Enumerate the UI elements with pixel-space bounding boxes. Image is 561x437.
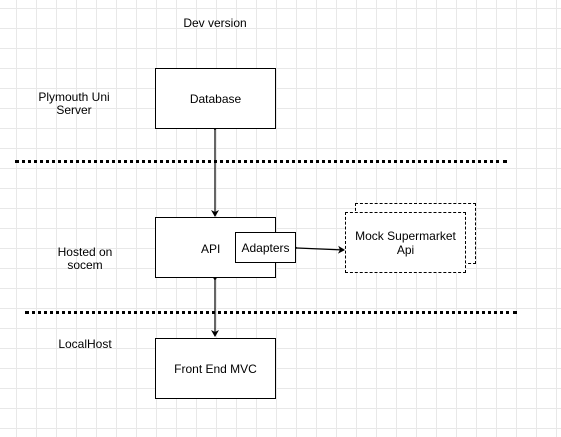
api-label: API (201, 242, 221, 256)
frontend-node[interactable]: Front End MVC (155, 338, 276, 399)
zone-label-hosted: Hosted on socem (57, 245, 113, 272)
zone-separator-bottom (25, 311, 517, 314)
adapters-node[interactable]: Adapters (235, 232, 296, 263)
connector-adapters-mock-api (290, 243, 345, 254)
adapters-label: Adapters (241, 240, 290, 255)
api-node[interactable]: API (155, 217, 276, 278)
zone-label-server: Plymouth Uni Server (38, 90, 110, 117)
diagram-title: Dev version (183, 16, 247, 30)
mock-api-node[interactable]: Mock Supermarket Api (345, 212, 466, 273)
mock-api-label: Mock Supermarket Api (355, 228, 456, 257)
database-node[interactable]: Database (155, 68, 276, 129)
zone-separator-top (15, 160, 507, 163)
zone-label-local: LocalHost (58, 337, 112, 351)
frontend-label: Front End MVC (174, 361, 257, 376)
database-label: Database (189, 91, 242, 106)
